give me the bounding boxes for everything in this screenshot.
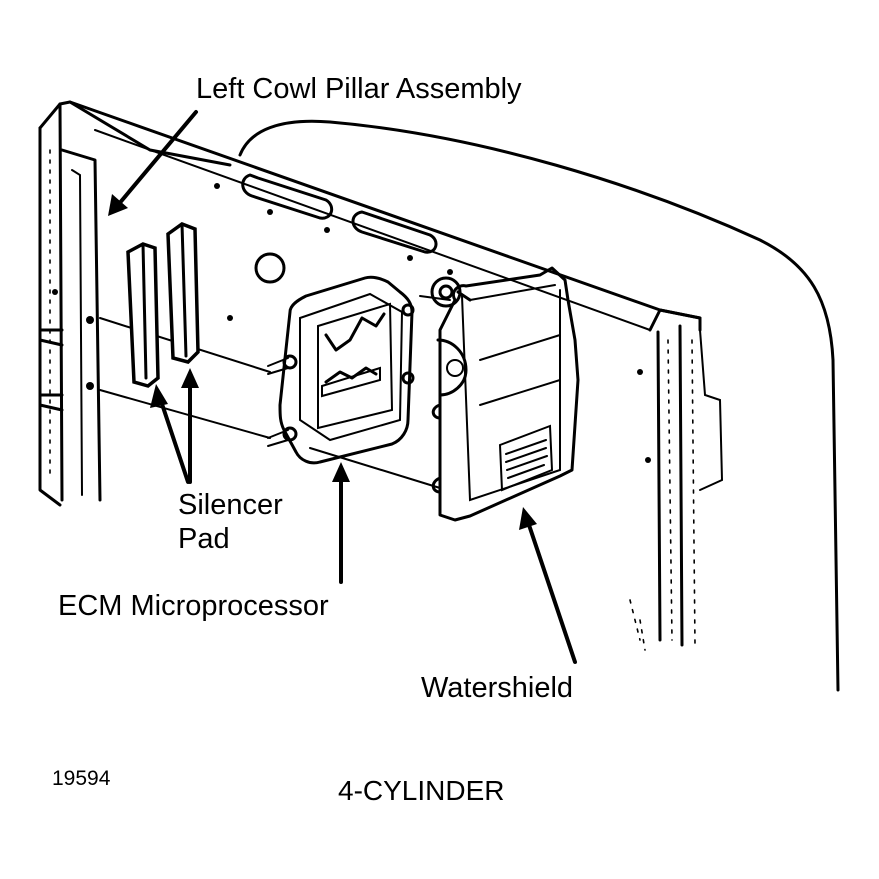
label-silencer-line1: Silencer: [178, 489, 283, 521]
label-left-cowl-pillar-assembly: Left Cowl Pillar Assembly: [196, 73, 522, 105]
cowl-pillar-panel: [38, 100, 840, 692]
figure-caption: 4-CYLINDER: [338, 775, 505, 806]
arrow-cowl: [116, 110, 198, 207]
rivet-dots: [52, 183, 651, 463]
figure-number: 19594: [52, 767, 111, 790]
ecm-module: [267, 275, 415, 465]
arrow-watershield: [526, 520, 577, 664]
callout-arrows: [108, 110, 577, 664]
silencer-pads: [126, 222, 200, 388]
label-silencer-line2: Pad: [178, 523, 230, 555]
label-ecm-microprocessor: ECM Microprocessor: [58, 590, 329, 622]
watershield: [430, 266, 580, 522]
arrow-silencer-left: [158, 396, 190, 484]
label-watershield: Watershield: [421, 672, 574, 704]
watershield-label-plate: [498, 424, 554, 492]
